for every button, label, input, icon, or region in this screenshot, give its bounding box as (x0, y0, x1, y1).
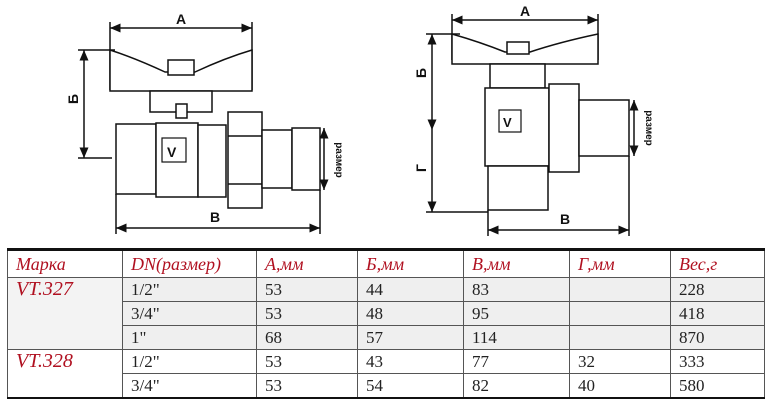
angle-valve-drawing: A Б Г V размер B (413, 3, 654, 236)
a-cell: 53 (256, 349, 358, 374)
table-row: 3/4" 53 48 95 418 (8, 301, 765, 326)
weight-cell: 228 (670, 277, 765, 302)
dimensions-table: Марка DN(размер) А,мм Б,мм В,мм Г,мм Вес… (7, 248, 765, 399)
dim-v-label: B (210, 209, 220, 225)
weight-cell: 870 (670, 325, 765, 350)
a-cell: 53 (256, 277, 358, 302)
weight-cell: 333 (670, 349, 765, 374)
g-cell (569, 301, 671, 326)
col-v: В,мм (463, 249, 570, 278)
dim-size-label: размер (333, 142, 344, 178)
v-cell: 95 (463, 301, 570, 326)
v-cell: 77 (463, 349, 570, 374)
dim-a-label: A (176, 11, 186, 27)
col-dn: DN(размер) (122, 249, 257, 278)
v-cell: 114 (463, 325, 570, 350)
v-cell: 83 (463, 277, 570, 302)
dn-cell: 1/2" (122, 277, 257, 302)
table-row: 1" 68 57 114 870 (8, 325, 765, 350)
b-cell: 48 (357, 301, 464, 326)
col-brand: Марка (7, 249, 123, 278)
dim-b-label-right: Б (413, 68, 429, 78)
valve-drawings: A Б V размер B A Б Г V (65, 3, 654, 236)
brand-cell: VT.327 (7, 277, 123, 350)
dim-a-label-right: A (520, 3, 530, 19)
col-a: А,мм (256, 249, 358, 278)
g-cell (569, 325, 671, 350)
a-cell: 53 (256, 301, 358, 326)
col-g: Г,мм (569, 249, 671, 278)
g-cell: 32 (569, 349, 671, 374)
straight-valve-drawing: A Б V размер B (65, 11, 344, 234)
dim-g-label: Г (413, 164, 429, 172)
g-cell: 40 (569, 373, 671, 399)
dim-size-label-right: размер (643, 110, 654, 146)
v-cell: 82 (463, 373, 570, 399)
g-cell (569, 277, 671, 302)
dim-v-label-right: B (560, 211, 570, 227)
col-b: Б,мм (357, 249, 464, 278)
col-weight: Вес,г (670, 249, 765, 278)
table-row: VT.327 1/2" 53 44 83 228 (7, 277, 765, 350)
weight-cell: 580 (670, 373, 765, 399)
table-header-row: Марка DN(размер) А,мм Б,мм В,мм Г,мм Вес… (7, 249, 765, 278)
dn-cell: 3/4" (122, 301, 257, 326)
b-cell: 44 (357, 277, 464, 302)
brand-cell: VT.328 (7, 349, 123, 399)
weight-cell: 418 (670, 301, 765, 326)
table-row: VT.328 1/2" 53 43 77 32 333 (7, 349, 765, 399)
table-row: 3/4" 53 54 82 40 580 (8, 373, 765, 399)
svg-text:V: V (167, 144, 177, 160)
b-cell: 57 (357, 325, 464, 350)
b-cell: 54 (357, 373, 464, 399)
dn-cell: 1" (122, 325, 257, 350)
a-cell: 68 (256, 325, 358, 350)
b-cell: 43 (357, 349, 464, 374)
dn-cell: 3/4" (122, 373, 257, 399)
dn-cell: 1/2" (122, 349, 257, 374)
dim-b-label: Б (65, 94, 81, 104)
svg-text:V: V (503, 115, 512, 130)
a-cell: 53 (256, 373, 358, 399)
